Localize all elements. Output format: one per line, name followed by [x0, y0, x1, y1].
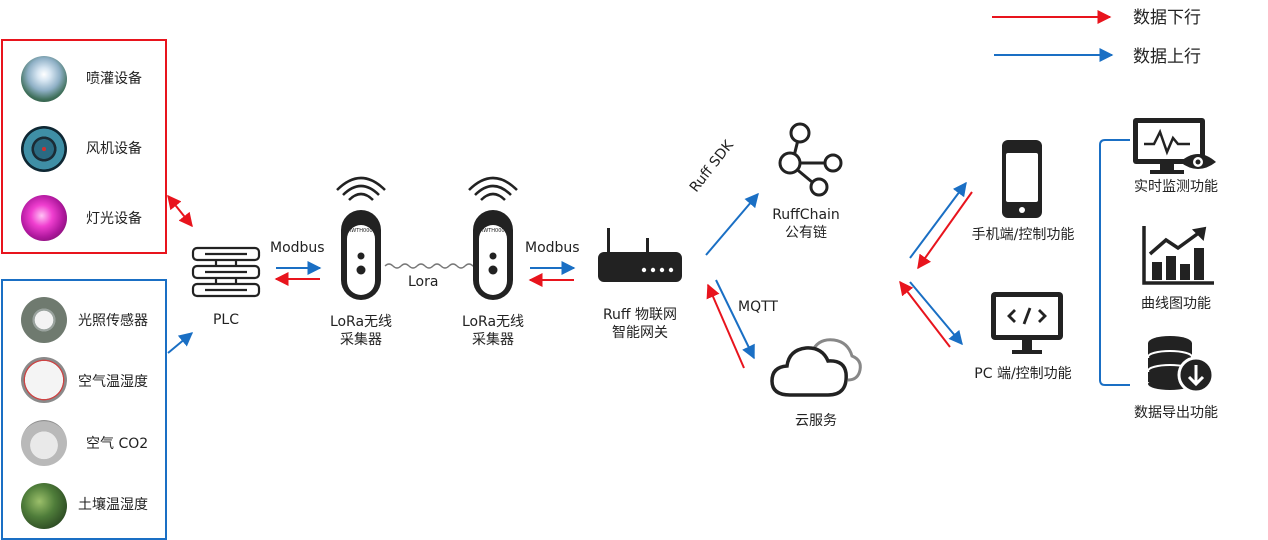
mobile-cloud-down-arrow: [917, 191, 973, 270]
feature-label: 曲线图功能: [1141, 296, 1211, 312]
feature-label: 实时监测功能: [1134, 179, 1218, 195]
sensor-label: 空气温湿度: [78, 374, 148, 390]
actuator-label: 风机设备: [86, 141, 142, 157]
pc-cloud-down-arrow: [899, 280, 951, 348]
legend-down-label: 数据下行: [1133, 8, 1201, 28]
lora1-device-text: RWTH000: [348, 228, 373, 234]
server-rack-icon: [191, 246, 261, 298]
router-icon: [598, 228, 682, 282]
gateway-cloud-up-arrow: [715, 279, 755, 360]
sensor-label: 光照传感器: [78, 313, 148, 329]
sensor-label: 空气 CO2: [86, 436, 149, 452]
sensor-plc-arrow: [167, 332, 194, 354]
cloud-gateway-down-arrow: [706, 283, 745, 369]
mobile-label: 手机端/控制功能: [971, 227, 1075, 243]
cloud-pc-up-arrow: [909, 281, 963, 346]
actuator-group-box: [1, 39, 167, 254]
monitor-code-icon: [991, 292, 1063, 354]
lora-collector-icon: [468, 176, 518, 300]
sensor-label: 土壤温湿度: [78, 497, 148, 513]
air-humidity-gauge-photo-icon: [21, 357, 67, 403]
lora-link-label: Lora: [408, 274, 439, 290]
soil-photo-icon: [21, 483, 67, 529]
chain-label-line1: RuffChain: [772, 207, 840, 223]
lora2-device-text: RWTH000: [480, 228, 505, 234]
cloud-mobile-up-arrow: [909, 181, 967, 259]
gateway-chain-arrow: [705, 192, 759, 256]
lora-collector-icon: [336, 176, 386, 300]
smartphone-icon: [1002, 140, 1042, 218]
lora2-label-line1: LoRa无线: [461, 314, 525, 330]
actuator-plc-arrow: [167, 194, 193, 228]
lora-wave: [384, 263, 477, 269]
actuator-label: 灯光设备: [86, 211, 142, 227]
share-network-icon: [778, 122, 843, 197]
chain-label-line2: 公有链: [785, 225, 827, 241]
fan-photo-icon: [21, 126, 67, 172]
lora1-label-line1: LoRa无线: [329, 314, 393, 330]
mqtt-link-label: MQTT: [738, 299, 778, 315]
gateway-label-line2: 智能网关: [612, 325, 668, 341]
gateway-label-line1: Ruff 物联网: [602, 307, 678, 323]
actuator-label: 喷灌设备: [86, 71, 142, 87]
database-export-icon: [1147, 336, 1215, 394]
features-bracket: [1099, 139, 1130, 386]
co2-sensor-photo-icon: [21, 420, 67, 466]
modbus-link-label: Modbus: [270, 240, 325, 256]
trend-chart-icon: [1142, 226, 1214, 285]
sensor-group-box: [1, 279, 167, 540]
lora1-label-line2: 采集器: [340, 332, 382, 348]
cloud-label: 云服务: [795, 413, 837, 429]
light-sensor-photo-icon: [21, 297, 67, 343]
feature-label: 数据导出功能: [1134, 405, 1218, 421]
grow-light-photo-icon: [21, 195, 67, 241]
plc-label: PLC: [212, 312, 240, 328]
modbus-link-label: Modbus: [525, 240, 580, 256]
monitor-eye-icon: [1133, 118, 1216, 174]
cloud-icon: [770, 338, 862, 397]
sprinkler-photo-icon: [21, 56, 67, 102]
lora2-label-line2: 采集器: [472, 332, 514, 348]
pc-label: PC 端/控制功能: [974, 366, 1072, 382]
legend-up-label: 数据上行: [1133, 47, 1201, 67]
